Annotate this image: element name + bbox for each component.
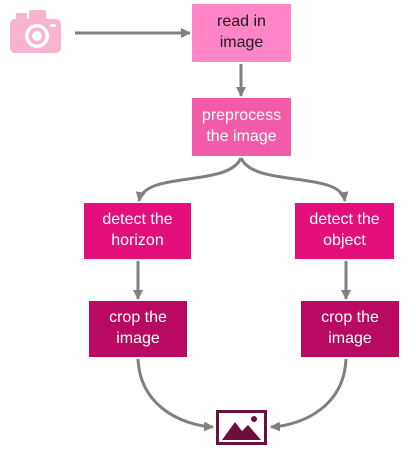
crop-left-line-2: image [116, 330, 160, 347]
detect-object-line-2: object [323, 232, 366, 249]
arrow-preprocess-to-horizon [135, 157, 243, 202]
arrow-crop-left-to-output [136, 358, 214, 432]
detect-horizon-line-2: horizon [111, 232, 164, 249]
detect-object-step: detect the object [295, 203, 394, 259]
detect-horizon-line-1: detect the [102, 211, 173, 229]
preprocess-line-2: the image [206, 128, 277, 145]
crop-right-step: crop the image [301, 301, 399, 357]
arrow-preprocess-to-object [239, 157, 349, 202]
crop-left-step: crop the image [89, 301, 187, 357]
preprocess-step: preprocess the image [192, 98, 291, 156]
camera-icon [10, 10, 61, 53]
crop-right-line-2: image [328, 330, 372, 347]
read-image-step: read in image [192, 4, 291, 62]
read-image-line-2: image [219, 34, 264, 51]
preprocess-line-1: preprocess [201, 107, 282, 125]
detect-horizon-step: detect the horizon [84, 203, 191, 259]
image-icon [216, 410, 267, 445]
detect-object-line-1: detect the [309, 211, 380, 229]
crop-left-line-1: crop the [109, 309, 167, 327]
read-image-line-1: read in [217, 13, 266, 31]
crop-right-line-1: crop the [321, 309, 379, 327]
arrow-crop-right-to-output [270, 358, 348, 432]
